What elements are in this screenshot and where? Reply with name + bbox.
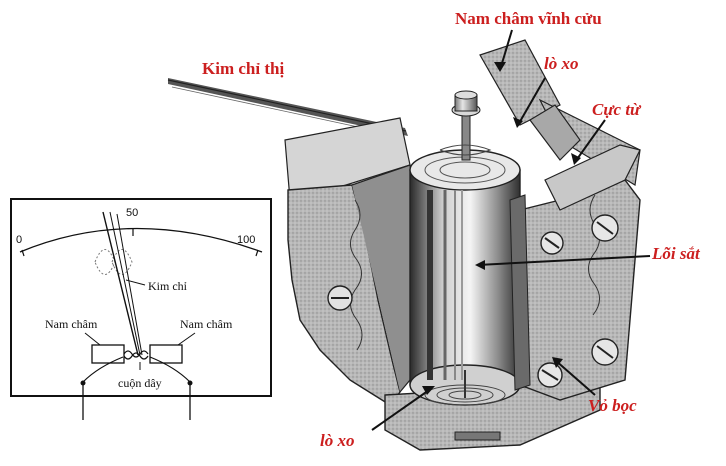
scale-label-50: 50 [126,207,139,219]
label-spring-bottom: lò xo [320,431,355,450]
casing-screws [537,214,619,388]
inset-coil-label: cuộn dây [118,376,162,390]
label-spring-top: lò xo [544,54,579,73]
label-iron-core: Lõi sắt [652,244,700,263]
inset-schematic-frame [10,198,272,397]
inset-magnet-left-label: Nam châm [45,317,98,331]
scale-label-100: 100 [237,234,256,246]
leader-arrowheads [422,62,581,395]
inset-magnet-right-label: Nam châm [180,317,233,331]
scale-label-0: 0 [16,234,23,246]
inset-needle-label: Kim chỉ [148,279,187,293]
label-pole-piece: Cực từ [592,100,641,119]
iron-core-drum [409,149,521,406]
top-spring-pivot [439,90,492,161]
label-casing: Vỏ bọc [588,396,637,415]
label-pointer: Kim chỉ thị [202,59,285,78]
left-magnet-half [284,117,419,406]
bottom-spiral-spring [424,370,506,406]
label-permanent-magnet: Nam châm vĩnh cửu [455,9,602,28]
